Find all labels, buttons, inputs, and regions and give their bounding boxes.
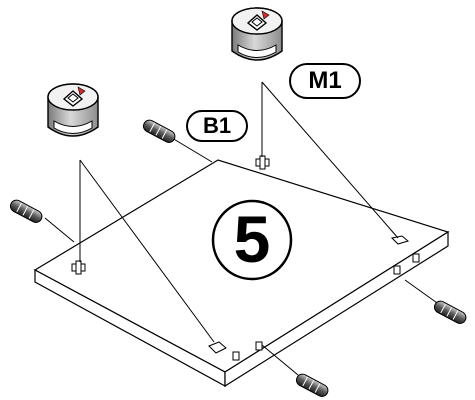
callout-b1: B1 bbox=[186, 110, 248, 142]
guide-dowel-left bbox=[171, 137, 213, 163]
red-arrow-icon bbox=[77, 86, 86, 96]
cam-lock-left bbox=[47, 83, 99, 137]
guide-dowel-bottom bbox=[261, 344, 299, 376]
cam-lock-icon bbox=[231, 7, 283, 61]
wood-dowel-icon bbox=[433, 300, 467, 324]
cam-lock-icon bbox=[47, 83, 99, 137]
step-badge: 5 bbox=[211, 199, 293, 281]
wood-dowel-bottom bbox=[295, 373, 329, 397]
cam-hole-top bbox=[255, 155, 270, 170]
callout-m1: M1 bbox=[289, 63, 361, 99]
cam-hole-left bbox=[71, 260, 86, 275]
wood-dowel-icon bbox=[142, 119, 176, 143]
guide-lines bbox=[44, 81, 441, 376]
red-arrow-icon bbox=[261, 10, 270, 20]
cam-lock-m1 bbox=[231, 7, 283, 61]
cam-hole-right bbox=[390, 235, 410, 245]
callout-b1-box bbox=[186, 110, 248, 142]
callout-m1-box bbox=[289, 63, 361, 99]
wood-dowel-far-left bbox=[9, 199, 43, 223]
board-right-edge bbox=[224, 230, 449, 388]
step-circle bbox=[211, 199, 293, 281]
wood-dowel-icon bbox=[9, 199, 43, 223]
wood-dowel-icon bbox=[295, 373, 329, 397]
callout-m1-label: M1 bbox=[308, 67, 341, 94]
wood-dowel-right bbox=[433, 300, 467, 324]
guide-dowel-far-left bbox=[44, 217, 75, 243]
guide-top-diagonal bbox=[261, 81, 399, 239]
guide-left-diagonal bbox=[79, 159, 215, 343]
wood-dowel-left-top bbox=[142, 119, 176, 143]
callout-b1-label: B1 bbox=[203, 113, 231, 138]
cam-hole-front bbox=[208, 341, 227, 354]
step-number: 5 bbox=[234, 202, 271, 276]
guide-dowel-right bbox=[404, 279, 441, 306]
